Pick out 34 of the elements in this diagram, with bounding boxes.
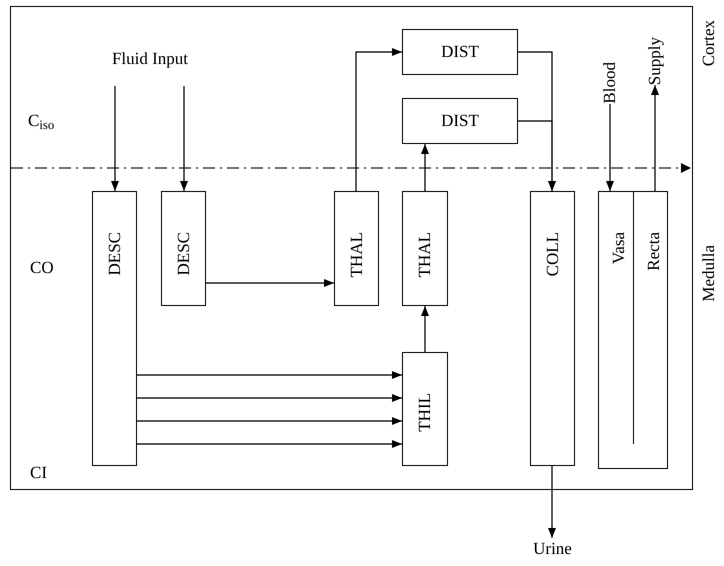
segment-box: DIST xyxy=(402,98,518,144)
zone-label: C$_{iso}$ xyxy=(28,110,54,134)
arrow xyxy=(355,48,402,191)
segment-box: DESC xyxy=(92,191,137,466)
arrow xyxy=(180,86,188,191)
zone-label: CI xyxy=(30,462,47,484)
arrow xyxy=(111,86,119,191)
segment-box: THAL xyxy=(334,191,379,306)
zone-label: Cortex xyxy=(698,20,719,66)
arrow xyxy=(137,371,402,379)
zone-label: Medulla xyxy=(698,245,719,302)
segment-box: DIST xyxy=(402,29,518,75)
arrow xyxy=(421,306,429,352)
flow-label: Supply xyxy=(645,30,665,85)
segment-box: DESC xyxy=(161,191,206,306)
arrow xyxy=(606,104,614,191)
vessel-label: Vasa xyxy=(608,232,629,264)
vessel-label: Recta xyxy=(643,232,664,271)
arrow xyxy=(206,279,334,287)
flow-label: Fluid Input xyxy=(105,32,195,86)
flow-label: Blood xyxy=(600,36,620,104)
arrow xyxy=(137,440,402,448)
segment-box: THIL xyxy=(402,352,448,466)
zone-label: CO xyxy=(30,257,54,279)
arrow xyxy=(421,144,429,191)
segment-box: THAL xyxy=(402,191,448,306)
arrow xyxy=(651,85,659,191)
arrow xyxy=(518,120,556,191)
segment-box: COLL xyxy=(530,191,575,466)
flow-label: Urine xyxy=(525,538,580,560)
vessel-box xyxy=(598,191,668,469)
arrow xyxy=(548,466,556,538)
arrow xyxy=(137,417,402,425)
arrow xyxy=(137,394,402,402)
